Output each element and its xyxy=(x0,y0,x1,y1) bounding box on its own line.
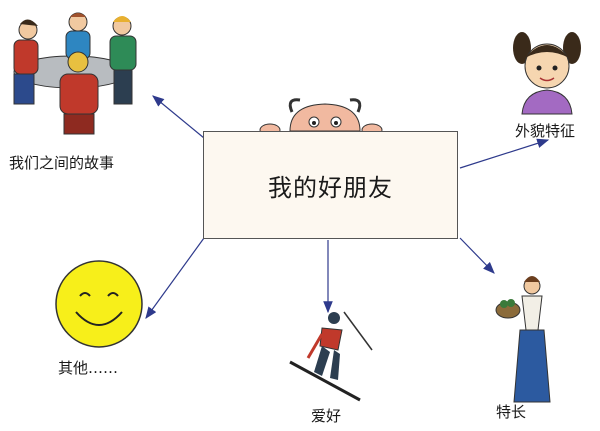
central-topic-title: 我的好朋友 xyxy=(268,173,393,202)
friends-at-table-icon xyxy=(13,12,137,135)
arrow-to-strengths xyxy=(459,237,495,274)
girl-portrait-icon xyxy=(513,32,581,115)
central-topic-box: 我的好朋友 xyxy=(203,131,458,239)
branch-label-strengths: 特长 xyxy=(496,403,527,421)
branch-label-others: 其他…… xyxy=(58,359,119,377)
arrow-to-appearance xyxy=(459,138,550,169)
skier-icon xyxy=(289,311,373,402)
branch-label-stories: 我们之间的故事 xyxy=(9,154,115,172)
arrow-to-others xyxy=(145,237,205,319)
arrow-to-stories xyxy=(152,95,205,139)
smiley-face-icon xyxy=(55,260,143,348)
woman-with-basket-icon xyxy=(495,276,551,403)
branch-label-appearance: 外貌特征 xyxy=(515,122,576,140)
branch-label-hobbies: 爱好 xyxy=(311,407,342,425)
